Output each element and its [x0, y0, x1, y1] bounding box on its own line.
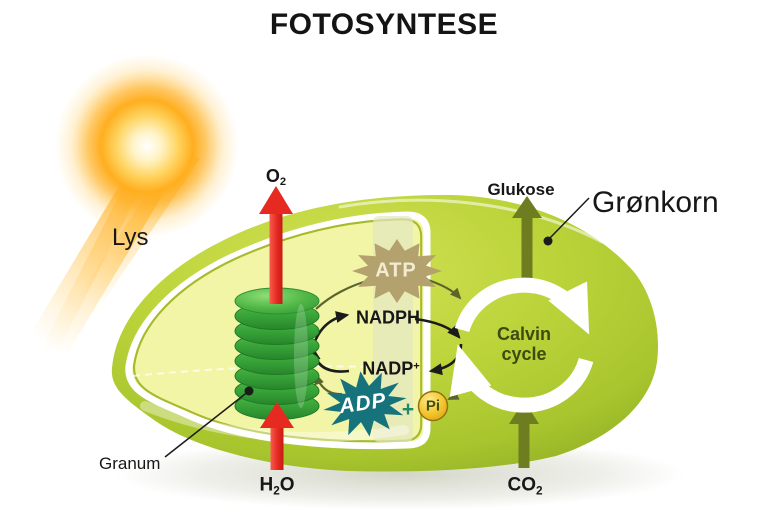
glucose-arrow — [512, 196, 542, 288]
pi-label: Pi — [425, 397, 441, 415]
o2-label: O2 — [265, 165, 287, 189]
nadp-label: NADP+ — [362, 358, 420, 379]
chloroplast-pointer — [543, 197, 590, 246]
diagram-title: FOTOSYNTESE — [269, 8, 499, 41]
nadph-label: NADPH — [355, 307, 421, 328]
co2-label: CO2 — [507, 474, 543, 498]
calvin-line1: Calvin — [496, 324, 552, 344]
chloroplast-body — [111, 194, 659, 472]
adp-badge — [323, 371, 407, 437]
plus-sign: + — [401, 398, 415, 421]
h2o-arrow — [260, 402, 294, 470]
arrow-nadph-to-cycle — [414, 317, 461, 339]
h2o-label: H2O — [259, 474, 295, 498]
light-label: Lys — [112, 224, 149, 251]
granum-pointer — [164, 386, 254, 458]
chloroplast-label: Grønkorn — [592, 186, 719, 219]
granum-label: Granum — [99, 454, 161, 473]
atp-badge — [352, 239, 442, 303]
atp-label: ATP — [375, 259, 417, 282]
calvin-line2: cycle — [501, 344, 547, 364]
o2-arrow — [259, 186, 293, 304]
calvin-cycle-label: Calvin cycle — [497, 324, 551, 364]
granum-stack — [234, 287, 320, 420]
sun-glow — [55, 54, 239, 238]
sun — [29, 54, 239, 358]
pi-badge — [417, 390, 449, 422]
stroma-dashed-line — [132, 365, 373, 377]
glucose-label: Glukose — [487, 180, 555, 199]
calvin-cycle-arrows — [449, 277, 594, 413]
